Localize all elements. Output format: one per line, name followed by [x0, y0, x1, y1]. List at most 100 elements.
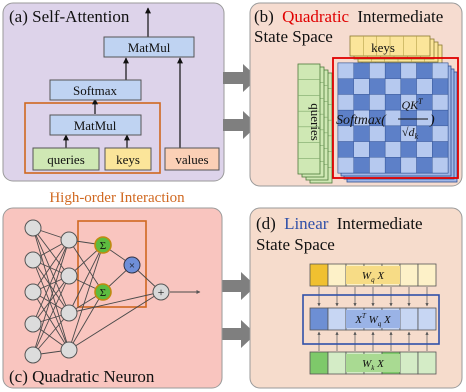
panel-d-title-line2: State Space: [256, 235, 335, 254]
panel-a-self-attention: (a) Self-Attention MatMul Softmax MatMul…: [2, 2, 225, 182]
neuron-edge: [32, 275, 70, 356]
attention-matrix-cell: [432, 157, 449, 174]
matmul-bottom-block: [49, 114, 142, 136]
top-row-label-bg: [346, 266, 400, 284]
attention-matrix-cell: [353, 141, 370, 158]
neuron-edge: [32, 239, 70, 325]
attention-matrix-cell: [384, 141, 402, 158]
neuron-edge: [32, 239, 70, 356]
attention-matrix-cell: [416, 62, 433, 79]
matmul-bottom-label: MatMul: [74, 118, 117, 133]
values-label: values: [175, 152, 208, 167]
panel-b-title-highlight: Quadratic: [282, 7, 349, 26]
attention-matrix-cell: [337, 94, 354, 111]
attention-matrix-cell: [400, 78, 417, 95]
formula-denominator-subscript: k: [415, 132, 419, 141]
neuron-edge: [32, 227, 70, 314]
neuron-edge: [68, 291, 162, 314]
middle-row-cell: [417, 307, 437, 331]
panel-b-title-line2: State Space: [254, 27, 333, 46]
panel-b-title-rest: Intermediate: [357, 7, 443, 26]
attention-matrix-cell: [369, 94, 386, 111]
row-wq-x: Wq X: [309, 263, 437, 287]
formula-numerator-superscript: T: [418, 97, 423, 106]
bottom-row-cell: [309, 351, 329, 375]
gray-arrow-c-to-d-lower: [221, 320, 256, 348]
attention-matrix-cell: [416, 78, 433, 95]
queries-label: queries: [47, 152, 85, 167]
panel-b-title-prefix: (b): [254, 7, 274, 26]
neuron-highlight-box: [77, 220, 147, 308]
attention-matrix-cell: [400, 109, 417, 127]
attention-matrix-cell: [384, 125, 402, 142]
row-wk-x: Wk X: [309, 351, 437, 375]
attention-matrix-cell: [353, 125, 370, 142]
softmax-formula: Softmax( QKT √dk ): [336, 97, 435, 141]
bottom-row-cell: [399, 351, 419, 375]
attention-matrix-cell: [432, 62, 449, 79]
queries-matrix-stack: [297, 63, 333, 184]
summation-symbol: Σ: [100, 287, 106, 299]
multiply-node: [123, 256, 141, 274]
matmul-top-block: [103, 36, 195, 58]
panel-d-title-rest: Intermediate: [337, 214, 423, 233]
attention-matrix-cell: [353, 94, 370, 111]
attention-matrix-cell: [369, 62, 386, 79]
summation-node: [94, 236, 112, 254]
neuron-edge: [68, 291, 162, 351]
attention-matrix-cell: [432, 141, 449, 158]
gray-arrow-a-to-b-upper: [223, 64, 258, 92]
panel-c-background: [2, 207, 223, 389]
queries-layer: [297, 63, 321, 175]
input-neuron: [24, 251, 42, 269]
neuron-edge: [32, 227, 70, 277]
hidden-neuron: [60, 267, 78, 285]
values-block: [164, 147, 220, 171]
addition-node: [152, 283, 170, 301]
neuron-edge: [32, 239, 70, 293]
attention-matrix-cell: [337, 62, 354, 79]
gray-arrow-a-to-b-lower: [223, 111, 258, 139]
middle-row-cell: [399, 307, 419, 331]
bottom-row-label-bg: [346, 354, 400, 372]
connector-arrows: [221, 64, 258, 348]
neuron-edge: [32, 259, 70, 351]
queries-stack-label: queries: [308, 103, 323, 141]
keys-stack-label: keys: [371, 40, 395, 55]
bottom-row-cell: [327, 351, 347, 375]
formula-denominator: √dk: [402, 125, 419, 141]
panel-c-quadratic-neuron: ΣΣ×+ (c) Quadratic Neuron: [2, 207, 223, 389]
attention-matrix-cell: [369, 157, 386, 174]
row-xt-wq-x: XT Wq X: [309, 307, 437, 331]
neuron-edge: [32, 312, 70, 356]
attention-matrix-cell: [416, 125, 433, 142]
neuron-edge: [32, 275, 70, 325]
attention-matrix-cell: [384, 78, 402, 95]
multiply-symbol: ×: [129, 260, 135, 272]
formula-numerator-body: QK: [401, 98, 419, 112]
bottom-row-label: Wk X: [362, 358, 385, 372]
hidden-neuron: [60, 231, 78, 249]
top-row-cell: [309, 263, 329, 287]
formula-suffix: ): [429, 113, 435, 128]
top-row-label: Wq X: [362, 270, 385, 284]
attention-matrix-cell: [369, 78, 386, 95]
panel-d-title-prefix: (d): [256, 214, 276, 233]
neuron-edge: [68, 239, 104, 293]
panel-b-title-line1: (b) Quadratic Intermediate: [254, 7, 443, 26]
neuron-edge: [68, 291, 104, 351]
quadratic-highlight-box: [332, 57, 459, 179]
panel-c-title: (c) Quadratic Neuron: [9, 367, 155, 386]
summation-node: [94, 283, 112, 301]
attention-matrix-cell: [432, 78, 449, 95]
formula-prefix: Softmax(: [336, 113, 387, 128]
keys-matrix-stack: [349, 35, 443, 66]
middle-row-label: XT Wq X: [354, 312, 392, 328]
panel-d-title-highlight: Linear: [284, 214, 329, 233]
linear-highlight-box: [302, 294, 440, 345]
attention-matrix-cell: [353, 157, 370, 174]
attention-matrix-cell: [337, 141, 354, 158]
matmul-top-label: MatMul: [128, 40, 171, 55]
neuron-edge: [68, 244, 104, 314]
attention-matrix-cell: [384, 157, 402, 174]
